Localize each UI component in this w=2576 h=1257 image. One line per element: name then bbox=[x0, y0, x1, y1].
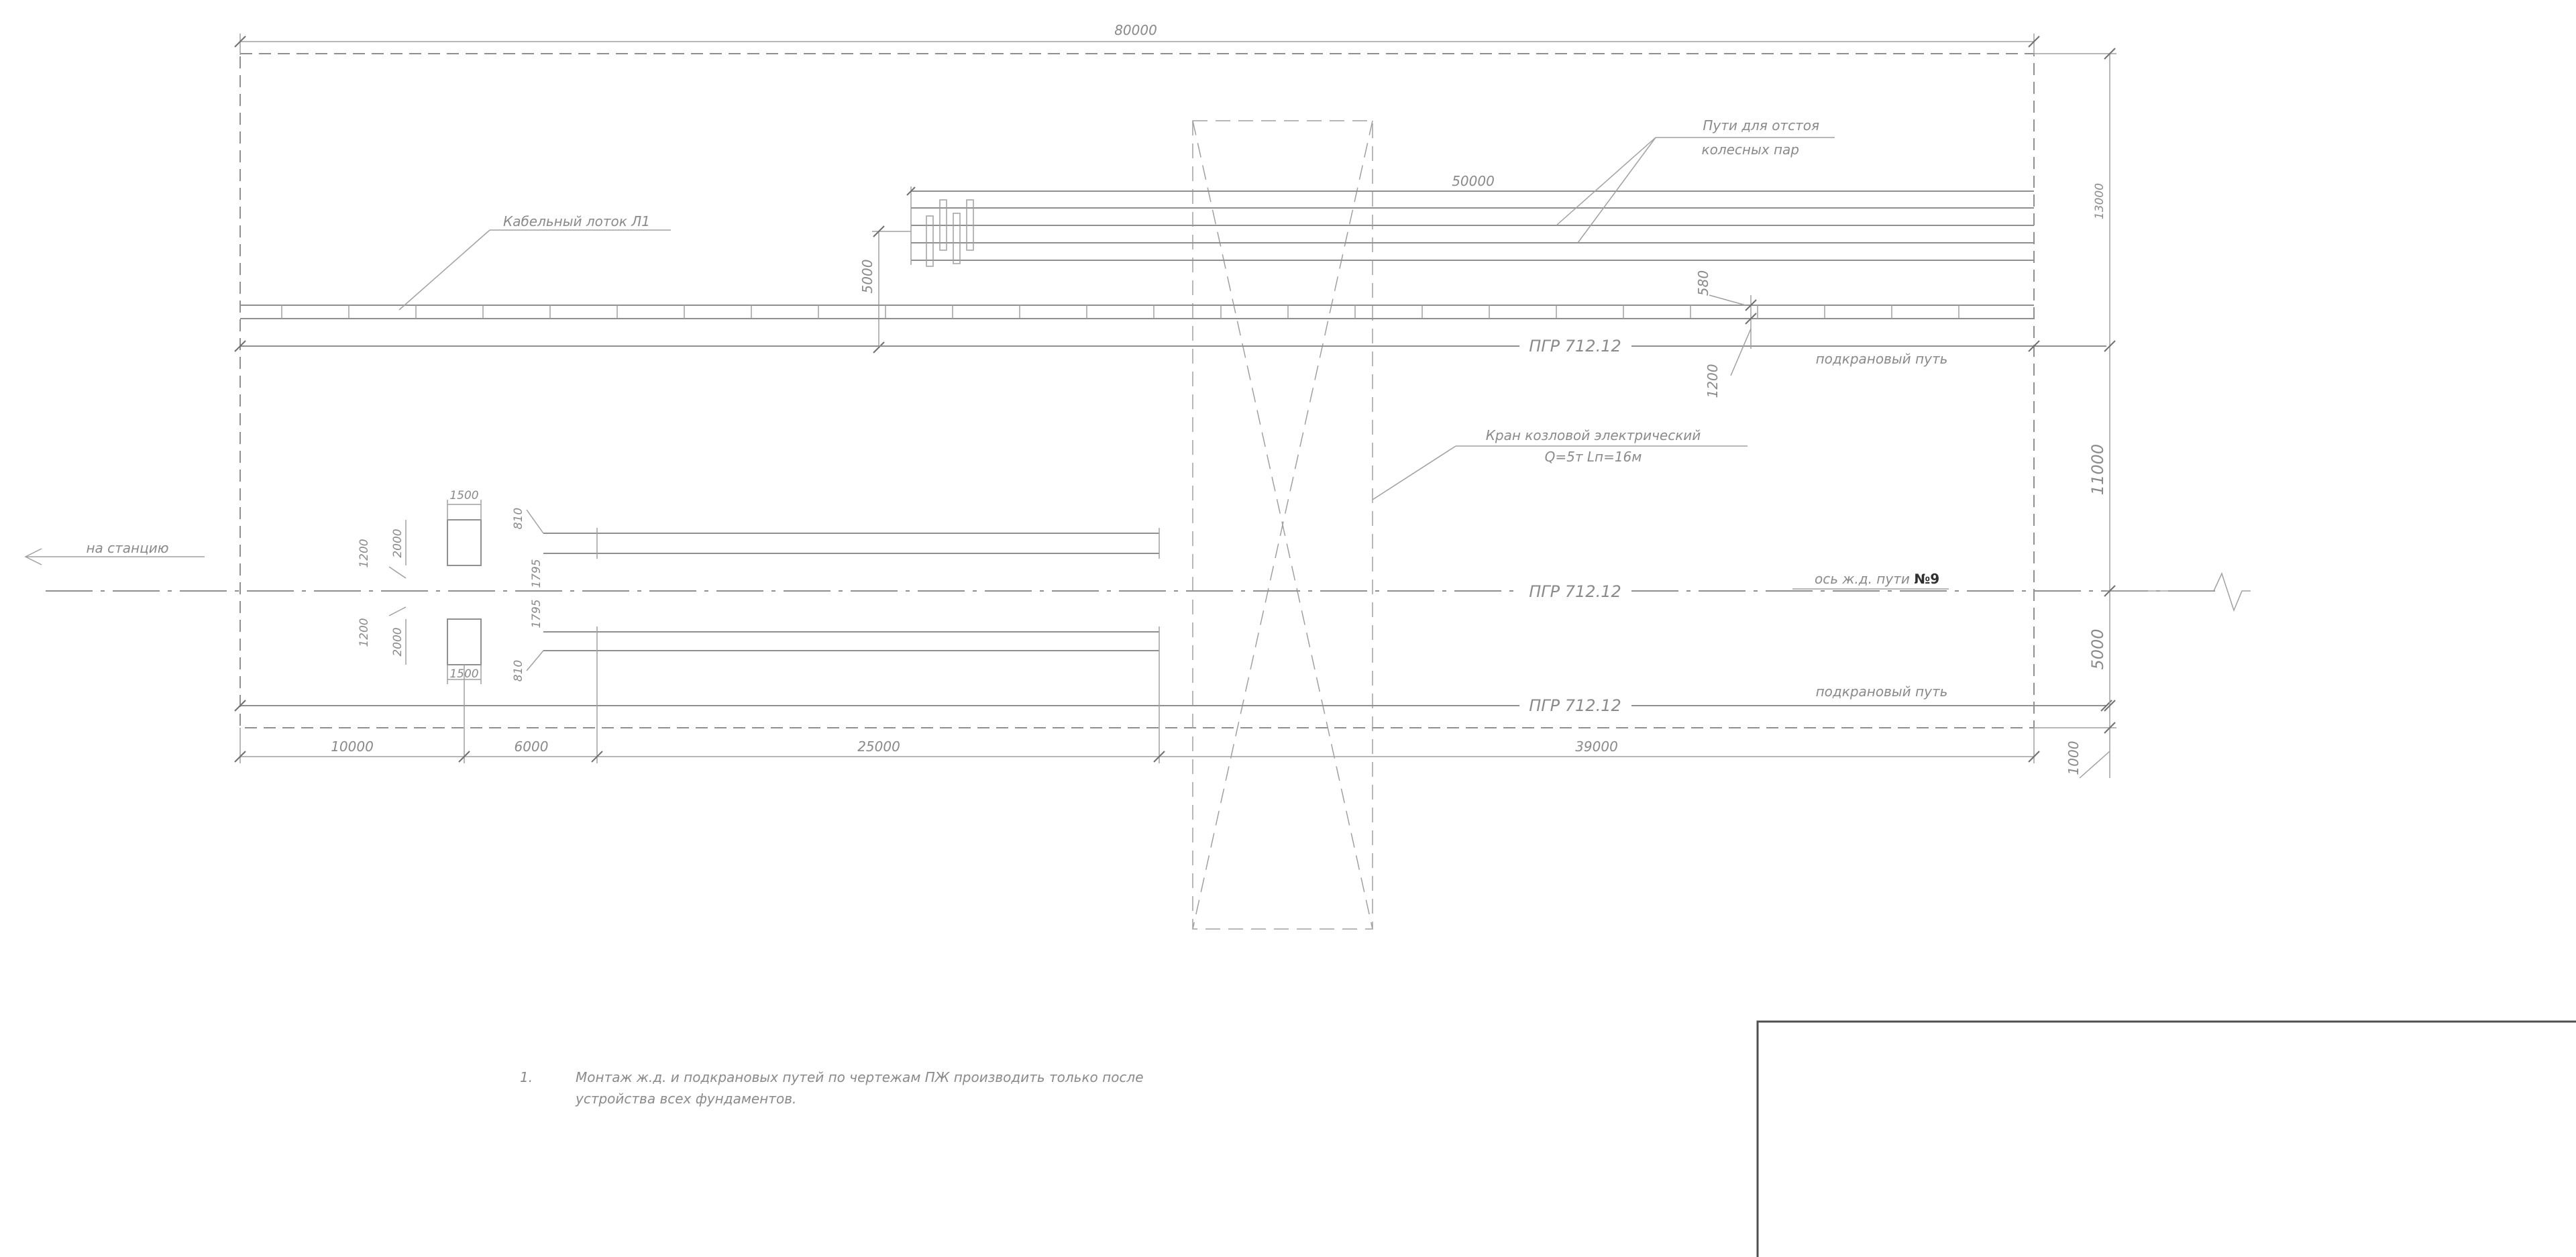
fdn-1500-top-label: 1500 bbox=[449, 489, 478, 502]
dim-1000-label: 1000 bbox=[2065, 741, 2082, 775]
gantry-crane-outline bbox=[1192, 120, 1373, 930]
dim-5000-storage-label: 5000 bbox=[859, 260, 875, 294]
crane-label-2: Q=5т Lп=16м bbox=[1545, 449, 1642, 465]
fdn-2000-bottom-label: 2000 bbox=[391, 627, 405, 656]
dim-bottom-chain: 10000 6000 25000 39000 bbox=[234, 656, 2040, 763]
track-axis-prefix: ось ж.д. пути bbox=[1815, 571, 1910, 587]
track-axis: ПГР 712.12 ось ж.д. пути №9 bbox=[46, 571, 2251, 612]
cable-tray bbox=[240, 305, 2034, 319]
dim-50000-label: 50000 bbox=[1452, 173, 1495, 189]
fdn-1200-top-label: 1200 bbox=[358, 539, 371, 567]
dim-13000-label: 13000 bbox=[2093, 183, 2106, 219]
crane-track-top-label: подкрановый путь bbox=[1816, 351, 1948, 367]
dim-580-1200: 580 1200 bbox=[1695, 270, 1757, 398]
fdn-2000-top-label: 2000 bbox=[391, 529, 405, 557]
crane-callout: Кран козловой электрический Q=5т Lп=16м bbox=[1372, 427, 1748, 500]
storage-tracks-callout: Пути для отстоя колесных пар bbox=[1556, 117, 1835, 243]
cable-tray-callout: Кабельный лоток Л1 bbox=[398, 213, 671, 311]
foundation-blocks: 1500 1500 2000 2000 1200 1200 810 810 17… bbox=[358, 489, 544, 684]
note-line-2: устройства всех фундаментов. bbox=[575, 1091, 796, 1107]
rail-top-label: ПГР 712.12 bbox=[1529, 337, 1621, 356]
rail-bottom-label: ПГР 712.12 bbox=[1529, 696, 1621, 715]
to-station-arrow: на станцию bbox=[24, 540, 205, 565]
fdn-1795-bottom-label: 1795 bbox=[530, 599, 543, 628]
dim-1200-top-label: 1200 bbox=[1705, 364, 1721, 398]
crane-foundations bbox=[543, 528, 1160, 656]
crane-rail-bottom: ПГР 712.12 подкрановый путь bbox=[234, 684, 2112, 715]
dim-overall-length: 80000 bbox=[234, 22, 2040, 55]
track-axis-label: ось ж.д. пути №9 bbox=[1815, 571, 1939, 587]
storage-tracks-label-1: Пути для отстоя bbox=[1703, 117, 1819, 133]
fdn-810-top-label: 810 bbox=[512, 508, 525, 529]
crane-label-1: Кран козловой электрический bbox=[1486, 427, 1701, 443]
dim-storage-offset: 5000 bbox=[859, 225, 911, 353]
note-number: 1. bbox=[520, 1069, 533, 1085]
title-block-frame bbox=[1756, 1020, 2576, 1257]
fdn-1200-bottom-label: 1200 bbox=[358, 618, 371, 647]
dim-10000-label: 10000 bbox=[331, 739, 374, 755]
note-line-1: Монтаж ж.д. и подкрановых путей по черте… bbox=[576, 1069, 1144, 1085]
dim-580-label: 580 bbox=[1695, 270, 1711, 296]
storage-tracks-label-2: колесных пар bbox=[1702, 142, 1800, 158]
dim-80000-label: 80000 bbox=[1114, 22, 1157, 38]
fdn-1795-top-label: 1795 bbox=[530, 559, 543, 588]
dim-39000-label: 39000 bbox=[1575, 739, 1618, 755]
notes: 1. Монтаж ж.д. и подкрановых путей по че… bbox=[520, 1069, 1144, 1107]
dim-right-chain: 13000 11000 5000 1000 bbox=[2034, 48, 2116, 779]
dim-25000-label: 25000 bbox=[857, 739, 900, 755]
crane-track-bottom-label: подкрановый путь bbox=[1816, 684, 1948, 700]
fdn-810-bottom-label: 810 bbox=[512, 660, 525, 681]
site-boundary bbox=[239, 53, 2035, 728]
track-axis-number: №9 bbox=[1914, 571, 1939, 587]
storage-tracks: 50000 bbox=[906, 173, 2034, 267]
cable-tray-label: Кабельный лоток Л1 bbox=[503, 213, 650, 229]
break-symbol bbox=[2106, 571, 2251, 612]
to-station-label: на станцию bbox=[86, 540, 168, 556]
dim-11000-label: 11000 bbox=[2088, 444, 2107, 495]
rail-axis-label: ПГР 712.12 bbox=[1529, 582, 1621, 601]
crane-rail-top: ПГР 712.12 подкрановый путь bbox=[234, 337, 2106, 367]
dim-6000-label: 6000 bbox=[515, 739, 549, 755]
dim-5000-right-label: 5000 bbox=[2088, 628, 2107, 669]
